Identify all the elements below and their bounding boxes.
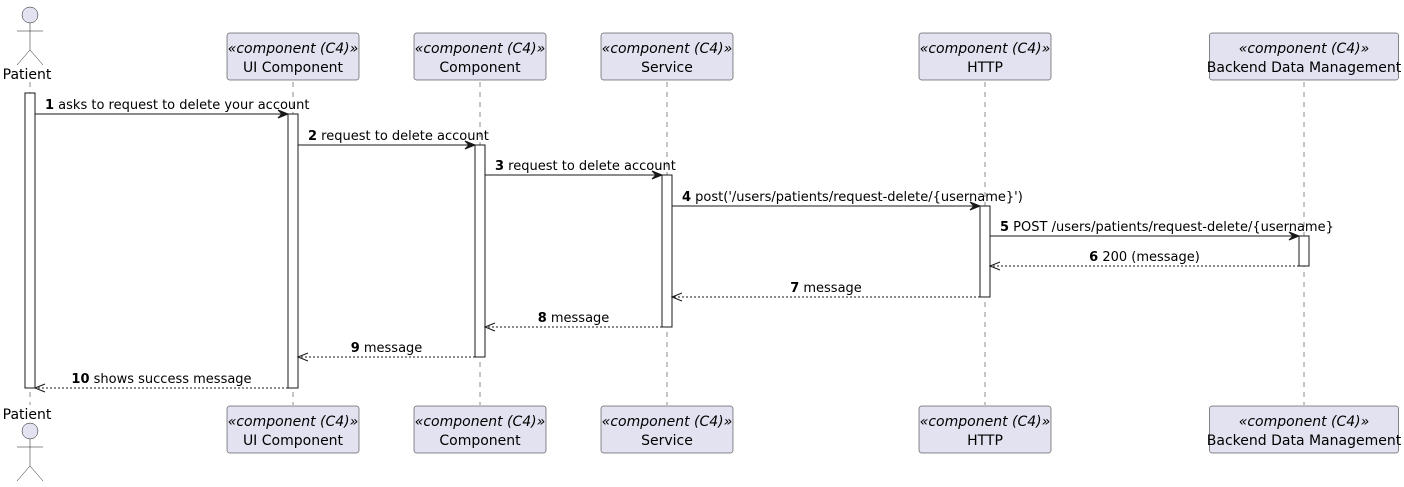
participant-stereotype: «component (C4)» — [602, 41, 733, 57]
participant-stereotype: «component (C4)» — [1239, 41, 1370, 57]
participant-component: «component (C4)» Component — [413, 32, 547, 81]
message-label: 5 POST /users/patients/request-delete/{u… — [1000, 220, 1334, 235]
participant-box — [918, 32, 1052, 81]
message-label: 1 asks to request to delete your account — [45, 98, 310, 113]
participant-stereotype: «component (C4)» — [920, 41, 1051, 57]
open-arrowhead — [670, 292, 683, 302]
participant-name: Backend Data Management — [1207, 433, 1402, 449]
message-1: 1 asks to request to delete your account — [35, 98, 310, 119]
participant-name: Service — [641, 60, 693, 76]
messages: 1 asks to request to delete your account… — [33, 98, 1334, 393]
filled-arrowhead — [277, 109, 290, 119]
message-label: 7 message — [790, 281, 862, 296]
filled-arrowhead — [651, 170, 664, 180]
patient-actor: Patient — [3, 407, 52, 482]
participant-name: UI Component — [243, 433, 344, 449]
participant-ui-component: «component (C4)» UI Component — [226, 32, 360, 81]
filled-arrowhead — [1288, 231, 1301, 241]
filled-arrowhead — [969, 201, 982, 211]
patient-actor: Patient — [3, 6, 52, 83]
actor-head-icon — [21, 6, 39, 24]
participant-name: Service — [641, 433, 693, 449]
activation-bar — [24, 92, 36, 389]
message-10: 10 shows success message — [33, 372, 288, 393]
participant-http: «component (C4)» HTTP — [918, 32, 1052, 81]
participant-box — [1209, 405, 1399, 454]
participant-stereotype: «component (C4)» — [1239, 414, 1370, 430]
message-label: 3 request to delete account — [495, 159, 676, 174]
activation-bar — [474, 144, 486, 358]
activation-bar — [1298, 235, 1310, 267]
participant-name: HTTP — [967, 433, 1003, 449]
message-7: 7 message — [670, 281, 980, 302]
message-label: 6 200 (message) — [1089, 250, 1200, 265]
participant-box — [600, 405, 734, 454]
filled-arrowhead — [464, 140, 477, 150]
participant-backend-data-management: «component (C4)» Backend Data Management — [1207, 32, 1402, 81]
message-6: 6 200 (message) — [988, 250, 1299, 271]
participant-stereotype: «component (C4)» — [602, 414, 733, 430]
activation-bars — [24, 92, 1310, 389]
participant-name: Component — [439, 433, 521, 449]
message-5: 5 POST /users/patients/request-delete/{u… — [990, 220, 1334, 241]
message-label: 2 request to delete account — [308, 129, 489, 144]
message-label: 9 message — [351, 341, 423, 356]
activation-bar — [287, 113, 299, 389]
activation-bar — [661, 174, 673, 328]
participant-box — [226, 32, 360, 81]
message-2: 2 request to delete account — [298, 129, 489, 150]
message-label: 4 post('/users/patients/request-delete/{… — [682, 190, 1023, 205]
participant-stereotype: «component (C4)» — [228, 414, 359, 430]
participant-stereotype: «component (C4)» — [228, 41, 359, 57]
participant-stereotype: «component (C4)» — [920, 414, 1051, 430]
actor-legs — [16, 49, 44, 66]
participant-http: «component (C4)» HTTP — [918, 405, 1052, 454]
participant-box — [918, 405, 1052, 454]
participant-ui-component: «component (C4)» UI Component — [226, 405, 360, 454]
message-4: 4 post('/users/patients/request-delete/{… — [672, 190, 1023, 211]
participant-stereotype: «component (C4)» — [415, 414, 546, 430]
participant-box — [600, 32, 734, 81]
open-arrowhead — [296, 352, 309, 362]
actor-label: Patient — [3, 67, 52, 83]
message-9: 9 message — [296, 341, 475, 362]
participant-box — [226, 405, 360, 454]
message-8: 8 message — [483, 311, 662, 332]
participant-stereotype: «component (C4)» — [415, 41, 546, 57]
message-3: 3 request to delete account — [485, 159, 676, 180]
participant-component: «component (C4)» Component — [413, 405, 547, 454]
actor-legs — [16, 465, 44, 482]
participant-box — [413, 32, 547, 81]
open-arrowhead — [33, 383, 46, 393]
activation-bar — [979, 205, 991, 298]
open-arrowhead — [483, 322, 496, 332]
participant-service: «component (C4)» Service — [600, 405, 734, 454]
actor-label: Patient — [3, 407, 52, 423]
participant-name: Backend Data Management — [1207, 60, 1402, 76]
participant-backend-data-management: «component (C4)» Backend Data Management — [1207, 405, 1402, 454]
participant-name: UI Component — [243, 60, 344, 76]
participant-name: Component — [439, 60, 521, 76]
message-label: 8 message — [538, 311, 610, 326]
message-label: 10 shows success message — [71, 372, 251, 387]
participant-service: «component (C4)» Service — [600, 32, 734, 81]
open-arrowhead — [988, 261, 1001, 271]
participant-name: HTTP — [967, 60, 1003, 76]
actor-head-icon — [21, 422, 39, 440]
participant-box — [413, 405, 547, 454]
participant-box — [1209, 32, 1399, 81]
